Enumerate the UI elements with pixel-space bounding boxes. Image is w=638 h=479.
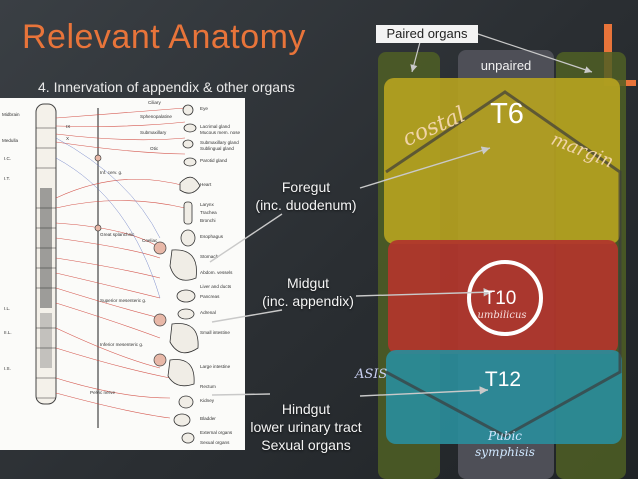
svg-text:Pancreas: Pancreas [200, 294, 220, 299]
hindgut-callout: Hindgut lower urinary tract Sexual organ… [250, 401, 362, 453]
diagram-hindgut-connector [211, 393, 271, 396]
costal-outline [385, 90, 622, 438]
svg-text:Parotid gland: Parotid gland [200, 158, 228, 163]
svg-text:Midbrain: Midbrain [2, 112, 20, 117]
unpaired-label: unpaired [480, 58, 532, 73]
svg-text:Ciliary: Ciliary [148, 100, 161, 105]
svg-text:Rectum: Rectum [200, 384, 216, 389]
foregut-pointer [359, 146, 491, 189]
t12-label: T12 [484, 368, 522, 391]
slide-title: Relevant Anatomy [22, 18, 306, 56]
svg-text:Inf. cerv. g.: Inf. cerv. g. [100, 170, 122, 175]
svg-text:Larynx: Larynx [200, 202, 214, 207]
t10-label: T10 [483, 288, 517, 309]
svg-text:Kidney: Kidney [200, 398, 215, 403]
pubic-symphysis-label: Pubic symphisis [470, 428, 540, 460]
midgut-pointer [355, 288, 493, 297]
svg-text:Trachea: Trachea [200, 210, 217, 215]
svg-text:Small intestine: Small intestine [200, 330, 230, 335]
svg-text:Abdom. vessels: Abdom. vessels [200, 270, 233, 275]
svg-text:Otic: Otic [150, 146, 159, 151]
slide-subtitle: 4. Innervation of appendix & other organ… [38, 79, 295, 95]
svg-text:Inferior mesenteric g.: Inferior mesenteric g. [100, 342, 143, 347]
pubic-label-line2: symphisis [475, 445, 535, 459]
svg-text:Great splanchnic: Great splanchnic [100, 232, 135, 237]
paired-left-arrow [410, 41, 421, 73]
svg-text:Sphenopalatine: Sphenopalatine [140, 114, 172, 119]
svg-text:IX: IX [66, 124, 70, 129]
svg-text:Large intestine: Large intestine [200, 364, 231, 369]
t6-label: T6 [490, 98, 524, 130]
foregut-callout: Foregut (inc. duodenum) [255, 179, 357, 213]
svg-text:Eye: Eye [200, 106, 208, 111]
svg-text:I.C.: I.C. [4, 156, 11, 161]
svg-text:Heart: Heart [200, 182, 212, 187]
svg-text:Adrenal: Adrenal [200, 310, 216, 315]
svg-text:I.S.: I.S. [4, 366, 11, 371]
svg-text:I.T.: I.T. [4, 176, 10, 181]
svg-text:II.L.: II.L. [4, 330, 12, 335]
umbilicus-circle [467, 260, 543, 336]
foregut-zone [384, 78, 620, 244]
umbilicus-label: umbilicus [477, 310, 527, 321]
pubic-label-line1: Pubic [487, 429, 523, 443]
svg-text:Bladder: Bladder [200, 416, 216, 421]
paired-organs-label: Paired organs [376, 25, 478, 43]
svg-text:Submaxillary gland: Submaxillary gland [200, 140, 239, 145]
svg-text:Submaxillary: Submaxillary [140, 130, 167, 135]
svg-text:I.L.: I.L. [4, 306, 10, 311]
hindgut-zone [386, 350, 622, 444]
svg-text:X: X [66, 136, 69, 141]
paired-right-arrow [477, 33, 593, 74]
diagram-foregut-connector [209, 213, 283, 263]
svg-text:Bronchi: Bronchi [200, 218, 216, 223]
svg-text:Lacrimal gland: Lacrimal gland [200, 124, 230, 129]
svg-text:External organs: External organs [200, 430, 233, 435]
svg-text:Superior mesenteric g.: Superior mesenteric g. [100, 298, 146, 303]
svg-text:Stomach: Stomach [200, 254, 219, 259]
diagram-midgut-connector [211, 309, 283, 323]
midgut-callout: Midgut (inc. appendix) [262, 275, 354, 309]
midgut-zone [388, 240, 618, 354]
svg-text:Medulla: Medulla [2, 138, 19, 143]
svg-text:Pelvic nerve: Pelvic nerve [90, 390, 115, 395]
hindgut-pointer [359, 386, 489, 397]
svg-text:Sublingual gland: Sublingual gland [200, 146, 234, 151]
svg-text:Esophagus: Esophagus [200, 234, 224, 239]
svg-text:Liver and ducts: Liver and ducts [200, 284, 232, 289]
svg-text:Sexual organs: Sexual organs [200, 440, 230, 445]
svg-text:Mucous mem. nose: Mucous mem. nose [200, 130, 241, 135]
svg-text:Coeliac: Coeliac [142, 238, 158, 243]
asis-label: ASIS [355, 367, 388, 382]
